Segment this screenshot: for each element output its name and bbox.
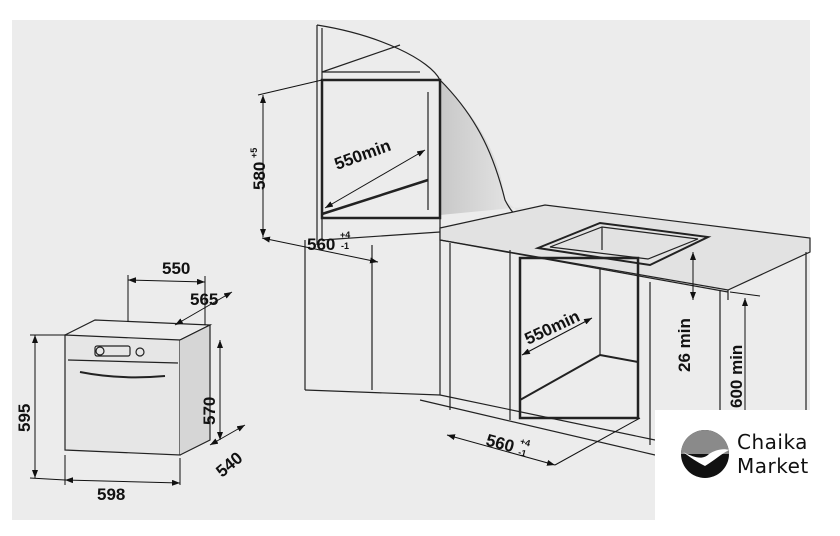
oven-depth-top-label: 550 [162,259,190,278]
oven-height-body-label: 570 [200,397,219,425]
oven-width-label: 598 [97,485,125,504]
upper-height-label: 580 +5 [249,148,269,190]
gap-label: 26 min [675,318,694,372]
oven-drawing [64,319,213,456]
oven-height-total-label: 595 [15,404,34,432]
svg-text:-1: -1 [341,241,349,251]
svg-text:560: 560 [307,235,335,254]
oven-depth-total-label: 565 [190,290,218,309]
logo-line-2: Market [737,454,809,478]
upper-width-label: 560 +4 -1 [307,230,350,254]
dimension-lines [29,79,761,486]
svg-text:+5: +5 [249,148,259,158]
seagull-logo-icon [681,430,729,478]
logo-line-1: Chaika [737,430,808,454]
svg-text:580: 580 [250,162,269,190]
brand-logo: Chaika Market [655,410,840,536]
svg-text:+4: +4 [519,436,532,448]
lower-height-label: 600 min [727,345,746,408]
svg-text:+4: +4 [340,230,350,240]
countertop [419,204,811,456]
svg-text:-1: -1 [517,447,527,459]
